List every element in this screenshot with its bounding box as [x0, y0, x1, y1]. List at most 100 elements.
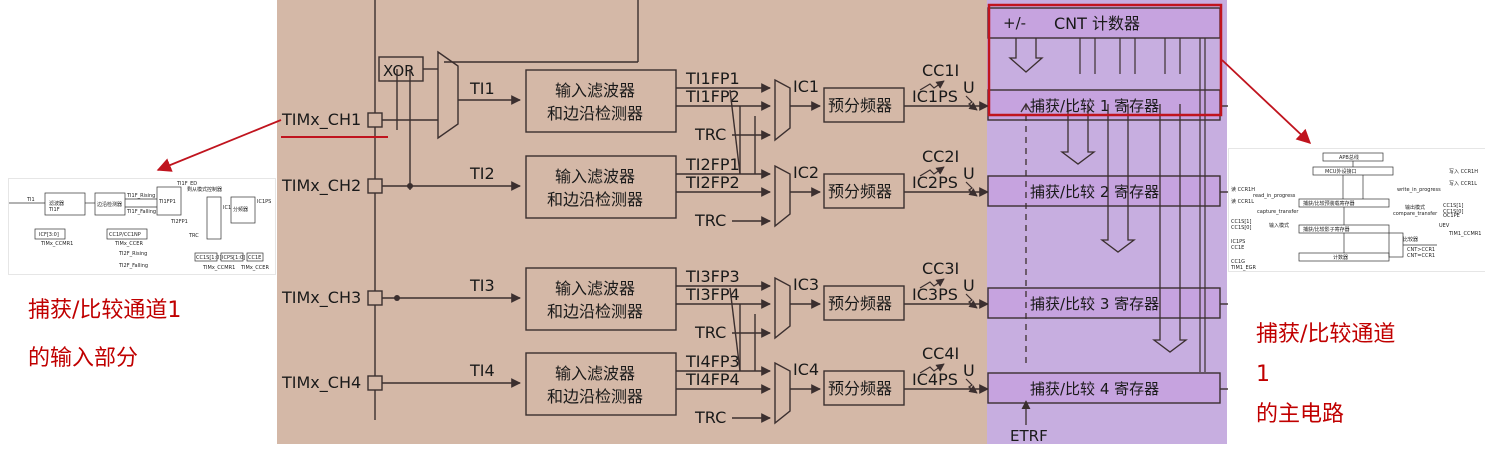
fp-label-b: TI2FP2	[685, 173, 740, 192]
mini-label: 到从模式控制器	[187, 186, 222, 193]
mini-label: TI1F_ED	[176, 181, 197, 187]
ti-label-1: TI1	[469, 79, 495, 98]
update-label: U	[963, 276, 975, 295]
ti-label-3: TI3	[469, 276, 495, 295]
ic-label: IC1	[793, 77, 819, 96]
prescaler-label: 预分频器	[828, 96, 892, 115]
mini-label: TI1FP1	[158, 199, 176, 205]
mini-label: CC1E	[248, 255, 261, 261]
pin-square-1	[367, 112, 383, 128]
fp-label-a: TI2FP1	[685, 155, 740, 174]
etrf-label: ETRF	[1010, 427, 1048, 445]
filter-label-a: 输入滤波器	[555, 364, 635, 383]
pin-label-timx_ch2: TIMx_CH2	[281, 176, 361, 196]
mini-label: CC1E	[1231, 245, 1244, 251]
mini-label: 计数器	[1333, 254, 1348, 261]
diagram-background	[277, 0, 987, 444]
register-transfer-arrow-2	[1100, 104, 1136, 253]
icps-label: IC3PS	[912, 285, 958, 304]
filter-label-a: 输入滤波器	[555, 167, 635, 186]
mini-label: TIMx_CCER	[114, 241, 143, 247]
mini-label: 输出模式	[1405, 204, 1425, 211]
filter-box-1	[525, 69, 677, 133]
mini-label: TI1F_Rising	[126, 193, 155, 199]
right-caption-line-1: 捕获/比较通道	[1256, 322, 1396, 347]
icf-box	[34, 228, 66, 240]
mini-label: MCU外设接口	[1325, 168, 1356, 175]
ic-mux-4	[774, 361, 791, 425]
fp-label-b: TI1FP2	[685, 87, 740, 106]
mini-label: TIMx_CCMR1	[202, 265, 235, 271]
mini-label: 滤波器	[49, 200, 64, 207]
mini-label: TI2F_Rising	[118, 251, 147, 257]
mini-label: IC1PS	[257, 199, 271, 205]
highlight-box	[987, 3, 1223, 117]
mini-label: 捕获/比较预装载寄存器	[1303, 200, 1355, 207]
update-arrow	[965, 95, 978, 111]
mini-label: ICF[3:0]	[39, 232, 59, 238]
junction	[407, 183, 413, 189]
mini-label: CNT>CCR1	[1407, 247, 1435, 253]
mini-label: CNT=CCR1	[1407, 253, 1435, 259]
prescaler-label: 预分频器	[828, 379, 892, 398]
left-caption-line-2: 的输入部分	[28, 346, 139, 371]
mini-mux-2	[206, 196, 222, 240]
pin-square-4	[367, 375, 383, 391]
right-caption: 捕获/比较通道 1 的主电路	[1256, 320, 1395, 430]
cci-label: CC4I	[922, 344, 959, 363]
right-pointer-arrow	[1221, 59, 1312, 144]
mini-label: TRC	[188, 233, 199, 239]
fp-label-b: TI4FP4	[685, 370, 740, 389]
xor-label: XOR	[383, 62, 415, 80]
mini-label: 写入 CCR1L	[1449, 181, 1477, 187]
register-area-background	[987, 0, 1227, 444]
register-transfer-arrow-3	[1152, 104, 1188, 353]
update-label: U	[963, 361, 975, 380]
right-caption-line-3: 的主电路	[1256, 402, 1345, 427]
capture-compare-register-3	[987, 287, 1221, 319]
left-caption-line-1: 捕获/比较通道1	[28, 298, 182, 323]
prescaler-mini	[230, 196, 256, 224]
icps-label: IC4PS	[912, 370, 958, 389]
filter-label-b: 和边沿检测器	[547, 302, 643, 321]
ccs-box	[194, 252, 218, 262]
cce-box	[246, 252, 264, 262]
register-label: 捕获/比较 1 寄存器	[1030, 97, 1159, 115]
ic-label: IC4	[793, 360, 819, 379]
right-caption-line-2: 1	[1256, 362, 1270, 387]
filter-label-b: 和边沿检测器	[547, 104, 643, 123]
mini-label: APB总线	[1339, 154, 1359, 161]
mini-label: CC1S[1]	[1231, 219, 1251, 225]
update-arrow	[965, 293, 978, 309]
cross-1	[729, 89, 741, 175]
capture-compare-register-2	[987, 175, 1221, 207]
filter-box-2	[525, 155, 677, 219]
register-label: 捕获/比较 4 寄存器	[1030, 380, 1159, 398]
filter-label-a: 输入滤波器	[555, 81, 635, 100]
icps-box	[220, 252, 244, 262]
mini-label: 捕获/比较影子寄存器	[1303, 226, 1350, 233]
register-label: 捕获/比较 2 寄存器	[1030, 183, 1159, 201]
cross-4	[729, 287, 741, 372]
mini-label: TIMx_CCMR1	[40, 241, 73, 247]
trc-label: TRC	[694, 211, 726, 230]
cnt-label: CNT 计数器	[1054, 14, 1140, 33]
mini-label: 读 CCR1H	[1231, 186, 1255, 193]
mini-label: 分频器	[233, 206, 248, 213]
icps-label: IC2PS	[912, 173, 958, 192]
update-label: U	[963, 78, 975, 97]
mini-label: 写入 CCR1H	[1449, 169, 1478, 175]
mini-label: CC1S[1]	[1443, 203, 1463, 209]
cci-label: CC1I	[922, 61, 959, 80]
prescaler-box-4	[823, 370, 905, 406]
trc-label: TRC	[694, 408, 726, 427]
cnt-down-arrow	[1008, 38, 1044, 73]
prescaler-box-2	[823, 173, 905, 209]
mini-label: UEV	[1439, 223, 1450, 229]
